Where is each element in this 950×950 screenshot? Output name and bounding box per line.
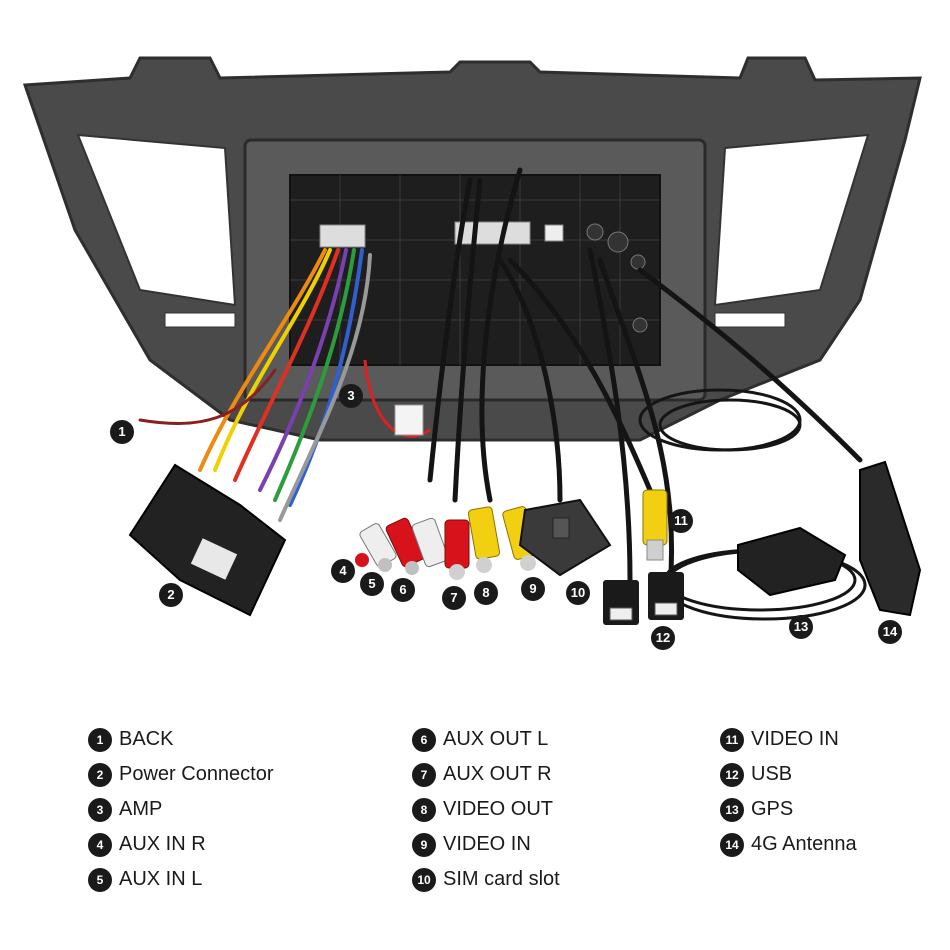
callout-2: 2 [159, 583, 183, 607]
legend-number: 7 [412, 762, 436, 787]
head-unit-illustration [22, 56, 922, 625]
callout-6: 6 [391, 578, 415, 602]
legend-number: 6 [412, 727, 436, 752]
callout-11: 11 [669, 509, 693, 533]
legend-label: USB [751, 763, 793, 785]
board-port-2 [607, 231, 629, 253]
legend-item: 4 AUX IN R [88, 827, 274, 862]
rca-aux-out-r [444, 519, 470, 580]
legend-column-2: 6 AUX OUT L 7 AUX OUT R 8 VIDEO OUT 9 VIDEO … [412, 722, 560, 897]
power-connector [128, 463, 287, 617]
legend-label: AUX IN L [119, 868, 203, 890]
legend-label: SIM card slot [443, 868, 560, 890]
legend-item: 2 Power Connector [88, 757, 274, 792]
sim-module [518, 498, 612, 577]
legend-label: VIDEO OUT [443, 798, 554, 820]
legend-item: 6 AUX OUT L [412, 722, 560, 757]
legend-item: 3 AMP [88, 792, 274, 827]
callout-13: 13 [789, 615, 813, 639]
legend-label: AUX OUT L [443, 728, 549, 750]
board-port-1 [586, 223, 604, 241]
board-port-4 [632, 317, 648, 333]
board-connector-1 [319, 224, 366, 248]
legend-number: 3 [88, 797, 112, 822]
rca-video-in-2 [642, 489, 668, 561]
antenna-4g [859, 460, 922, 617]
rca-aux-out-l [405, 517, 449, 575]
legend-item: 5 AUX IN L [88, 862, 274, 897]
legend-label: BACK [119, 728, 174, 750]
callout-9: 9 [521, 577, 545, 601]
legend-item: 12 USB [720, 757, 857, 792]
callout-4: 4 [331, 559, 355, 583]
legend-number: 9 [412, 832, 436, 857]
legend-item: 14 4G Antenna [720, 827, 857, 862]
legend-label: VIDEO IN [751, 728, 839, 750]
legend-number: 10 [412, 867, 436, 892]
left-slot [164, 312, 236, 328]
amp-plug [394, 404, 424, 436]
legend-number: 5 [88, 867, 112, 892]
board-connector-2 [454, 221, 531, 245]
callout-5: 5 [360, 572, 384, 596]
legend-item: 7 AUX OUT R [412, 757, 560, 792]
callout-1: 1 [110, 420, 134, 444]
board-port-3 [630, 254, 646, 270]
callout-7: 7 [442, 586, 466, 610]
usb-plug-1 [603, 580, 639, 625]
callout-12: 12 [651, 626, 675, 650]
callout-8: 8 [474, 581, 498, 605]
legend-label: AUX IN R [119, 833, 206, 855]
legend-number: 13 [720, 797, 744, 822]
legend-number: 1 [88, 727, 112, 752]
legend-number: 14 [720, 832, 744, 857]
gps-puck [737, 526, 847, 597]
legend-column-3: 11 VIDEO IN 12 USB 13 GPS 14 4G Antenna [720, 722, 857, 862]
legend-label: AMP [119, 798, 163, 820]
right-window [713, 133, 870, 307]
legend-item: 9 VIDEO IN [412, 827, 560, 862]
legend-number: 12 [720, 762, 744, 787]
legend-label: 4G Antenna [751, 833, 857, 855]
legend-item: 1 BACK [88, 722, 274, 757]
legend-item: 8 VIDEO OUT [412, 792, 560, 827]
legend-label: VIDEO IN [443, 833, 531, 855]
callout-3: 3 [339, 384, 363, 408]
legend-number: 8 [412, 797, 436, 822]
legend-number: 11 [720, 727, 744, 752]
legend-item: 13 GPS [720, 792, 857, 827]
legend-number: 4 [88, 832, 112, 857]
legend-item: 11 VIDEO IN [720, 722, 857, 757]
left-window [76, 133, 237, 307]
usb-plug-2 [648, 572, 684, 620]
legend-label: GPS [751, 798, 794, 820]
right-slot [714, 312, 786, 328]
board-connector-3 [544, 224, 564, 242]
legend-item: 10 SIM card slot [412, 862, 560, 897]
rca-video-out [467, 506, 501, 573]
legend-number: 2 [88, 762, 112, 787]
callout-14: 14 [878, 620, 902, 644]
legend-label: Power Connector [119, 763, 274, 785]
legend-label: AUX OUT R [443, 763, 552, 785]
callout-10: 10 [566, 581, 590, 605]
